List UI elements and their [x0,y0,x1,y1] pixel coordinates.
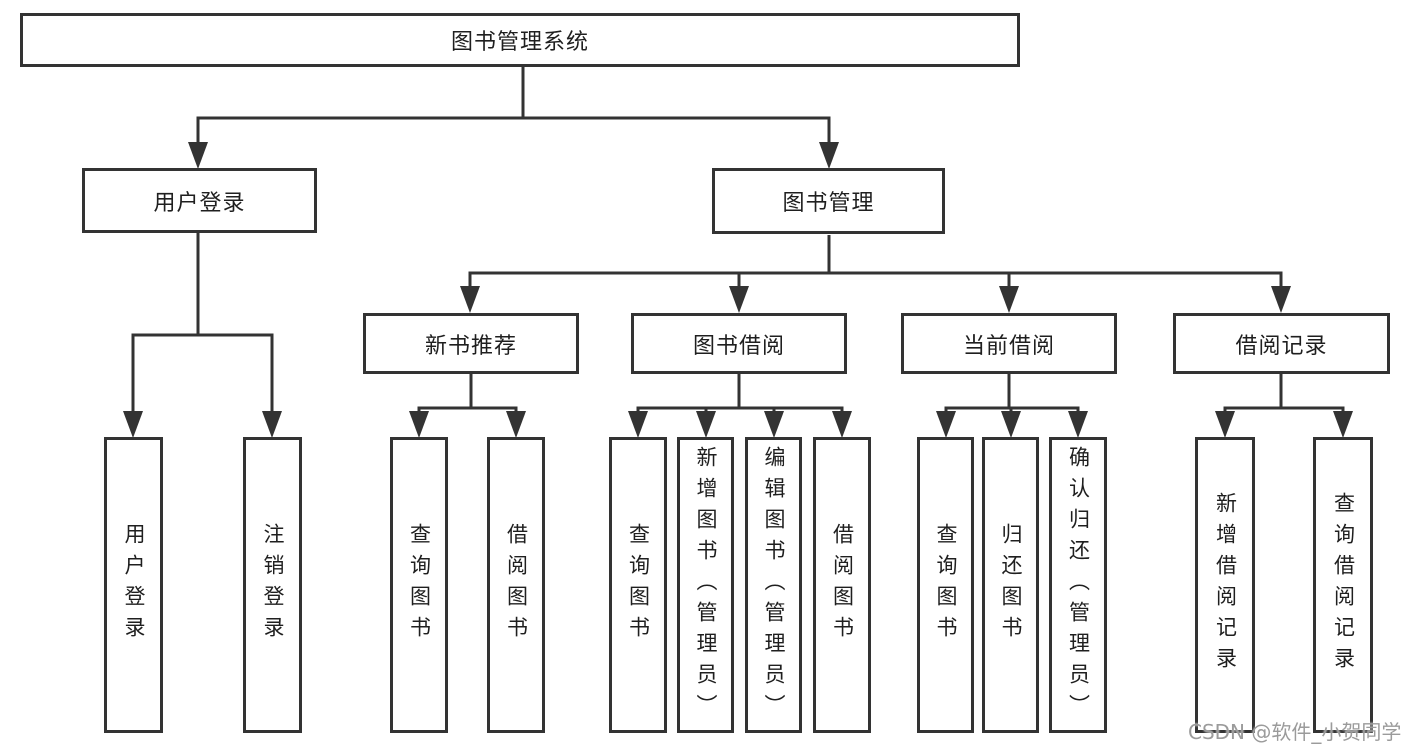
node-leaf-add-borrow-record: 新增借阅记录 [1195,437,1255,733]
node-book-management: 图书管理 [712,168,945,234]
node-borrow-records: 借阅记录 [1173,313,1390,374]
node-user-login: 用户登录 [82,168,317,233]
connector-new-book-recommend-to-leaves [417,374,518,412]
node-leaf-logout: 注销登录 [243,437,302,733]
node-book-borrow: 图书借阅 [631,313,847,374]
leaf-label: 查询图书 [934,523,958,647]
leaf-label: 查询图书 [407,523,432,647]
leaf-label: 用户登录 [122,523,146,647]
connector-book-borrow-to-leaves [636,374,844,412]
node-leaf-borrow-books-1: 借阅图书 [487,437,545,733]
node-new-book-recommend: 新书推荐 [363,313,579,374]
node-leaf-borrow-books-2: 借阅图书 [813,437,871,733]
node-leaf-query-books-1: 查询图书 [390,437,448,733]
node-leaf-query-books-3: 查询图书 [917,437,974,733]
leaf-label: 编辑图书（管理员） [762,445,786,725]
arrowheads [123,142,1353,438]
node-leaf-return-books: 归还图书 [982,437,1039,733]
connector-root-to-level1 [196,67,831,146]
leaf-label: 新增借阅记录 [1213,492,1238,678]
node-leaf-query-books-2: 查询图书 [609,437,667,733]
leaf-label: 查询图书 [626,523,651,647]
leaf-label: 借阅图书 [504,523,529,647]
node-leaf-add-books-admin: 新增图书（管理员） [677,437,734,733]
connector-borrow-records-to-leaves [1223,374,1345,412]
leaf-label: 归还图书 [999,523,1023,647]
node-library-management-system: 图书管理系统 [20,13,1020,67]
connector-current-borrow-to-leaves [944,374,1080,412]
connector-user-login-to-leaves [131,233,274,412]
node-current-borrow: 当前借阅 [901,313,1117,374]
leaf-label: 新增图书（管理员） [694,445,718,725]
leaf-label: 确认归还（管理员） [1066,445,1091,725]
connector-book-management-to-level2 [468,235,1283,287]
node-leaf-edit-books-admin: 编辑图书（管理员） [745,437,802,733]
node-leaf-confirm-return-admin: 确认归还（管理员） [1049,437,1107,733]
leaf-label: 借阅图书 [830,523,855,647]
csdn-watermark: CSDN @软件_小贺同学 [1188,720,1402,744]
node-leaf-query-borrow-record: 查询借阅记录 [1313,437,1373,733]
node-leaf-user-login: 用户登录 [104,437,163,733]
leaf-label: 注销登录 [261,523,285,647]
leaf-label: 查询借阅记录 [1331,492,1356,678]
